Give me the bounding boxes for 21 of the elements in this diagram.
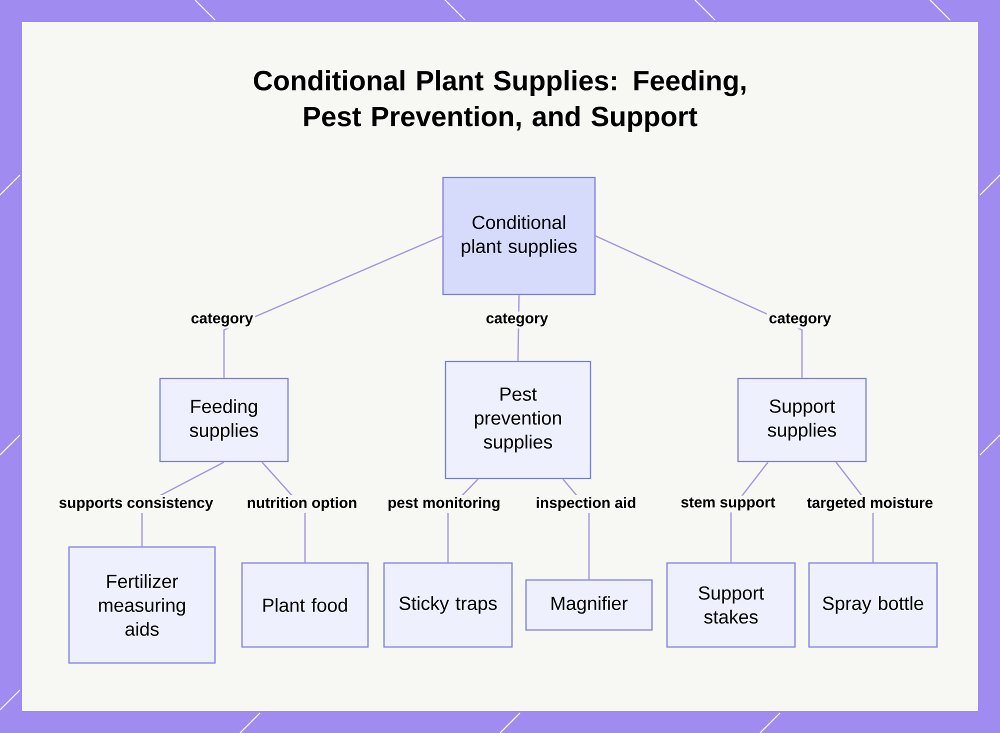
title: Conditional Plant Supplies: Feeding, Pest Prevention, and Support [254, 70, 746, 132]
process-box: Conditional plant supplies [442, 176, 596, 296]
edge-label: targeted moisture [804, 495, 936, 513]
process-box: Feeding supplies [159, 378, 289, 462]
edge-label: category [484, 312, 550, 328]
process-box: Fertilizer measuring aids [68, 546, 216, 664]
process-box: Support supplies [737, 378, 867, 462]
connector [223, 235, 443, 378]
process-box: Magnifier [525, 579, 653, 631]
process-box: Plant food [241, 562, 369, 648]
process-box: Spray bottle [808, 562, 938, 648]
edge-label: category [188, 312, 256, 328]
edge-label: inspection aid [534, 495, 638, 513]
process-box: Pest prevention supplies [444, 360, 592, 480]
process-box: Sticky traps [383, 562, 513, 648]
edge-label: nutrition option [244, 495, 360, 513]
edge-label: pest monitoring [386, 495, 502, 513]
edge-label: category [766, 312, 834, 328]
process-box: Support stakes [666, 562, 796, 648]
edge-label: stem support [678, 496, 778, 512]
edge-label: supports consistency [56, 495, 216, 513]
